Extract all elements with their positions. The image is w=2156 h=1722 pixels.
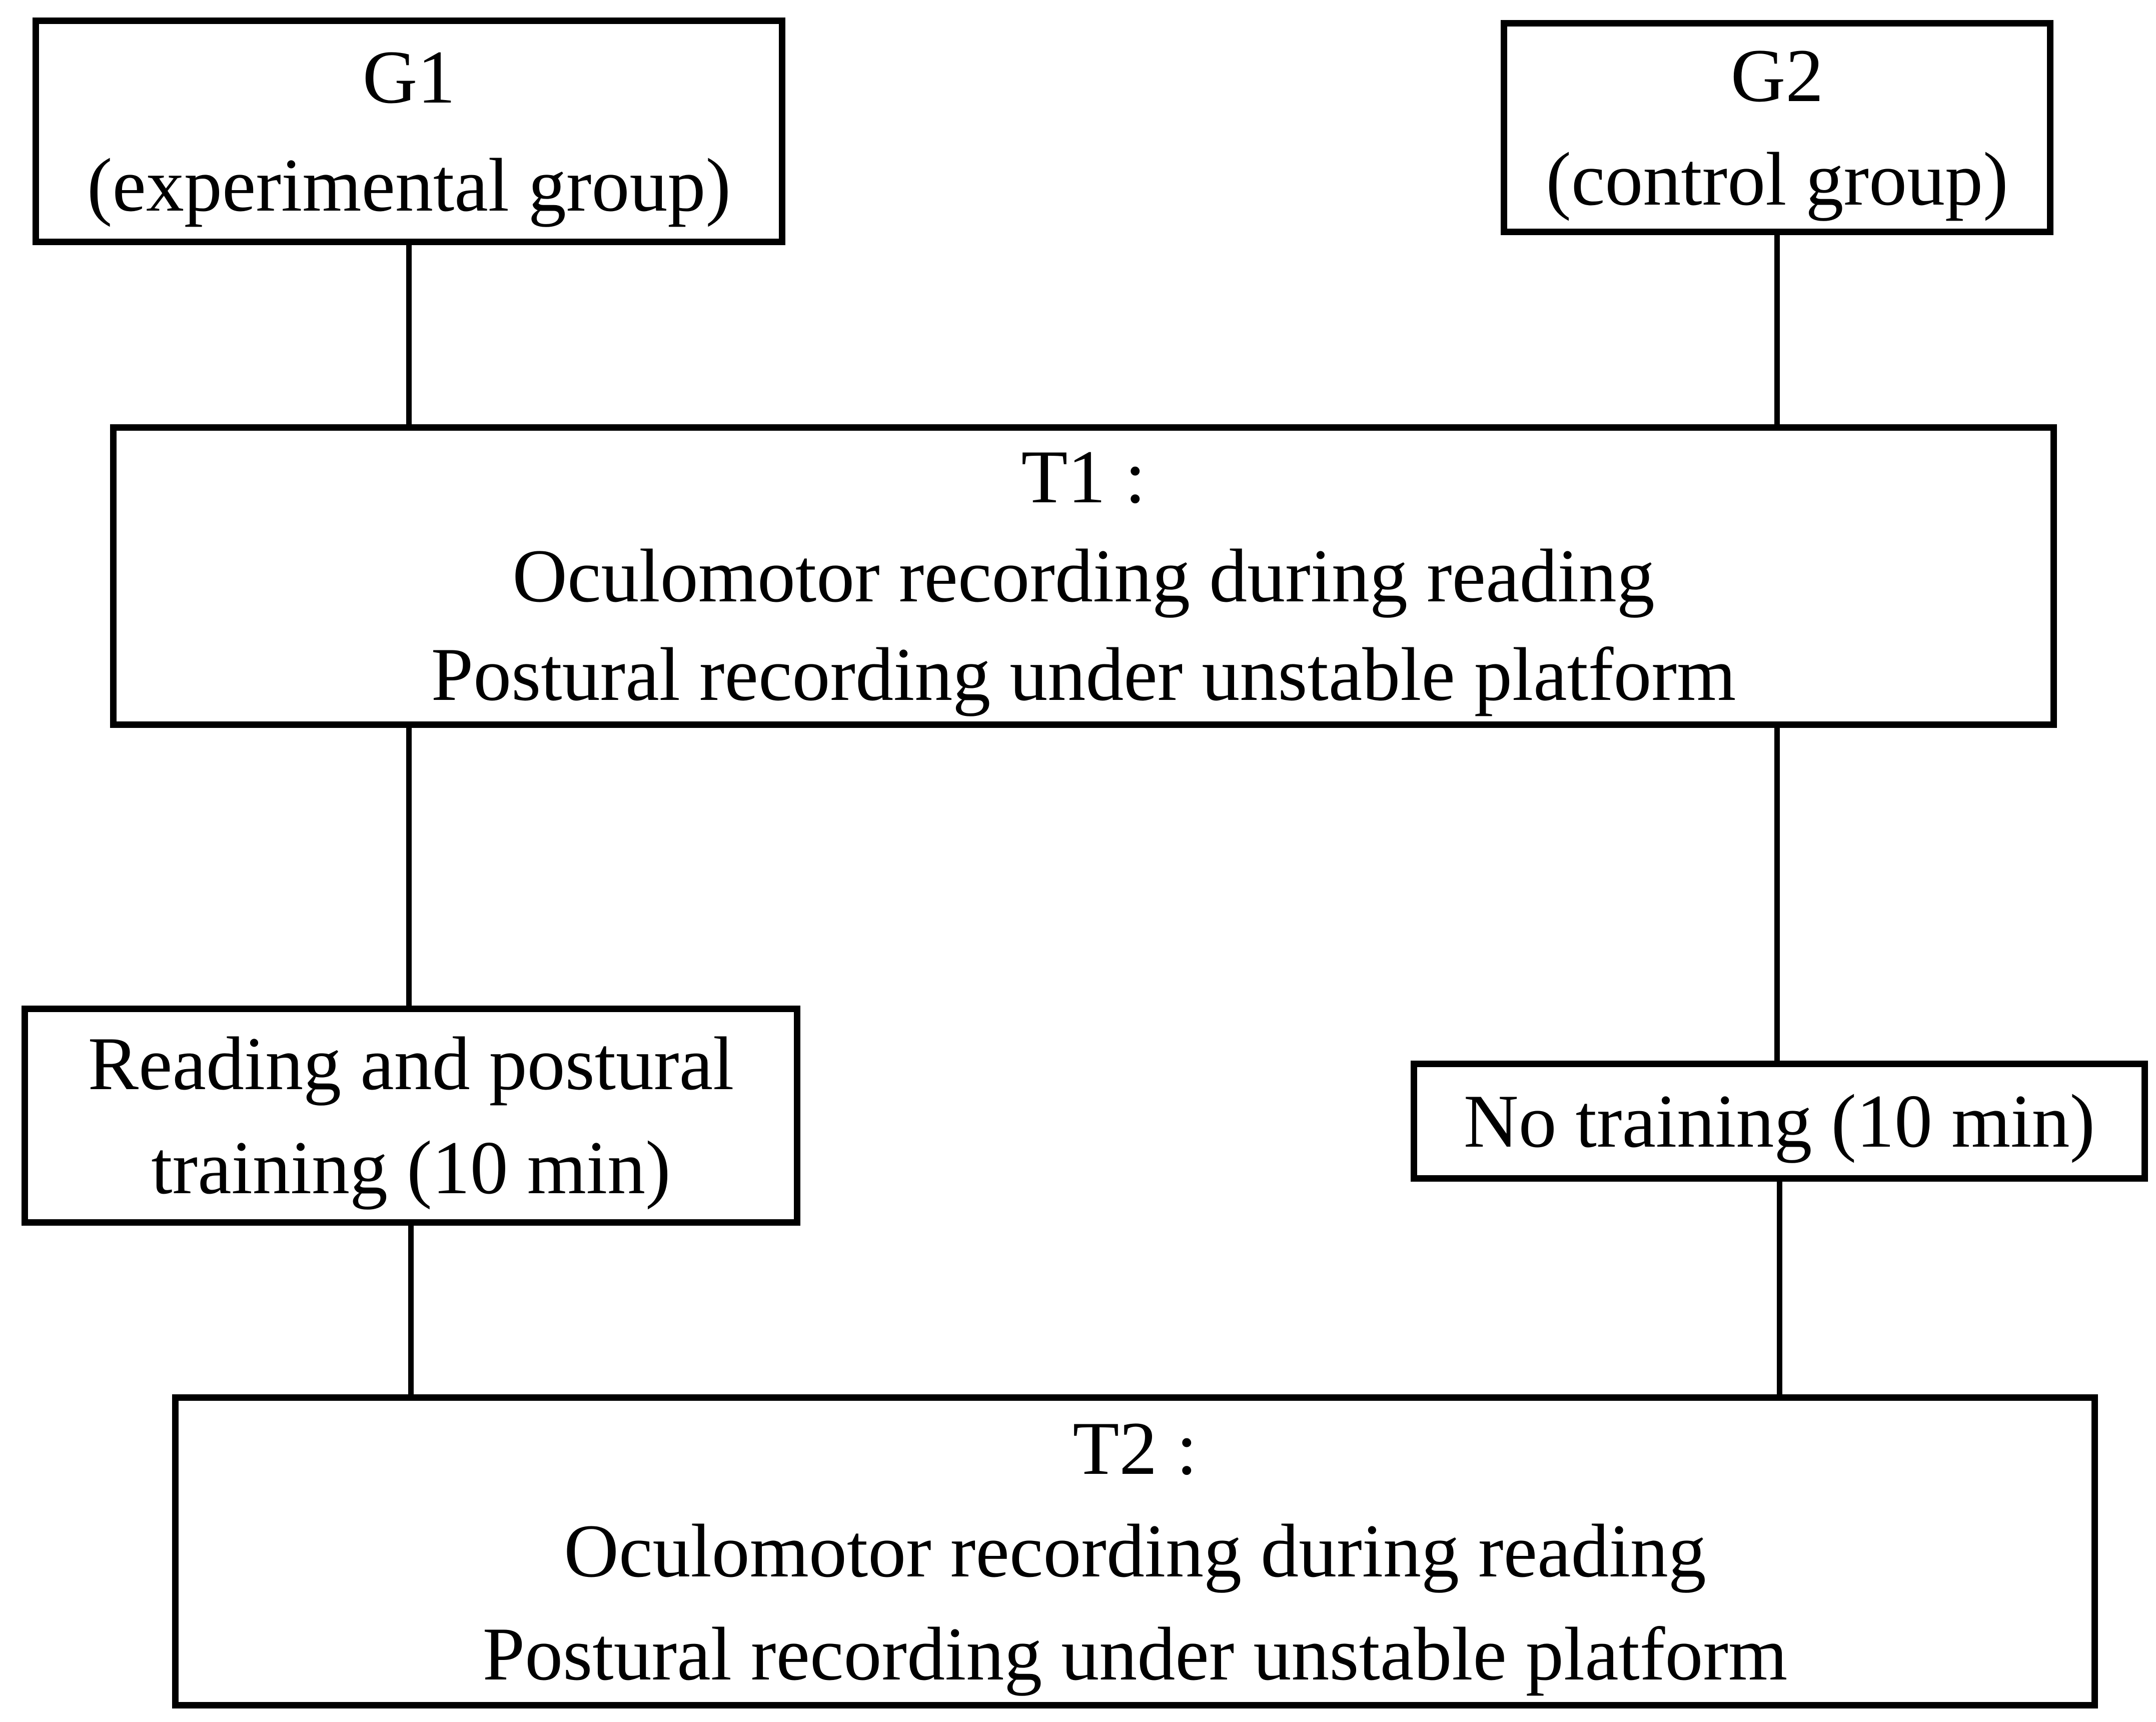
connector-g1-to-t1: [406, 244, 412, 427]
node-g1-line-2: (experimental group): [87, 143, 731, 227]
node-g1-line-1: G1: [362, 35, 456, 119]
node-t1-line-1: T1 :: [1021, 435, 1146, 519]
node-training-line-2: training (10 min): [151, 1126, 671, 1210]
connector-training-to-t2: [408, 1224, 414, 1397]
connector-g2-to-t1: [1774, 234, 1780, 427]
node-training-line-1: Reading and postural: [88, 1021, 734, 1106]
node-no-training: No training (10 min): [1411, 1061, 2148, 1182]
node-no-training-line-1: No training (10 min): [1463, 1079, 2095, 1163]
connector-t1-to-training: [406, 726, 412, 1008]
connector-no-training-to-t2: [1777, 1180, 1782, 1397]
node-t2-line-2: Oculomotor recording during reading: [564, 1509, 1706, 1593]
node-t1-line-3: Postural recording under unstable platfo…: [431, 632, 1736, 717]
node-g2-control-group: G2 (control group): [1501, 20, 2053, 235]
node-t2-recording: T2 : Oculomotor recording during reading…: [172, 1394, 2098, 1708]
node-g1-experimental-group: G1 (experimental group): [33, 18, 785, 245]
node-t2-line-1: T2 :: [1072, 1406, 1198, 1491]
node-t1-recording: T1 : Oculomotor recording during reading…: [110, 424, 2057, 728]
connector-t1-to-no-training: [1774, 726, 1780, 1063]
node-g2-line-1: G2: [1730, 34, 1824, 118]
node-t1-line-2: Oculomotor recording during reading: [512, 533, 1655, 618]
node-reading-postural-training: Reading and postural training (10 min): [22, 1006, 800, 1226]
node-t2-line-3: Postural recording under unstable platfo…: [482, 1611, 1788, 1696]
node-g2-line-2: (control group): [1546, 137, 2008, 221]
